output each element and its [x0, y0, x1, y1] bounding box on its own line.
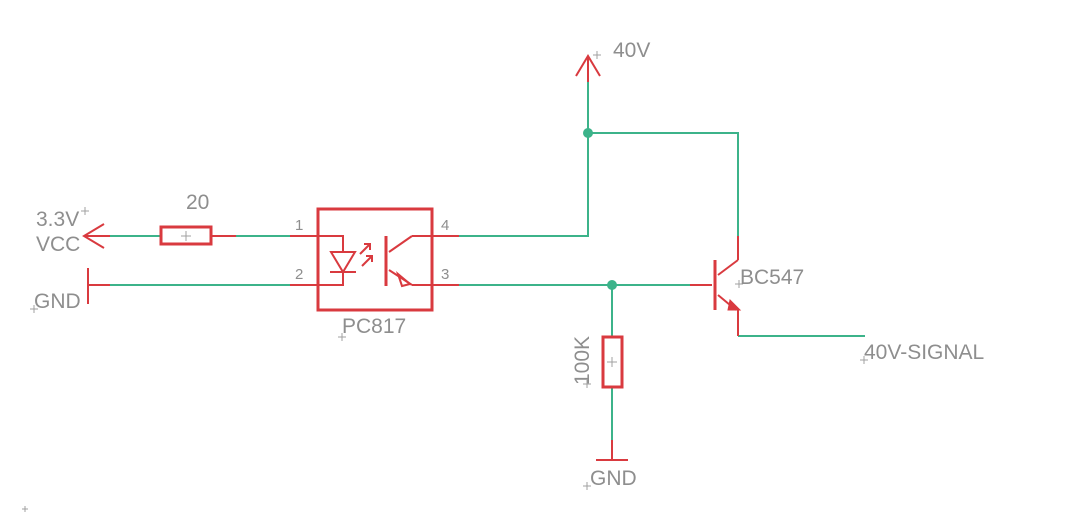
junction-40v — [583, 128, 593, 138]
transistor-label: BC547 — [740, 266, 804, 289]
label-origin-marks — [22, 51, 868, 512]
gnd-left-symbol-icon — [87, 268, 110, 304]
pin-4-label: 4 — [441, 217, 449, 234]
bc547-transistor-symbol-icon — [690, 236, 742, 336]
pin-3-label: 3 — [441, 266, 449, 283]
pc817-optocoupler-symbol-icon — [290, 207, 459, 312]
supply-40v-label: 40V — [613, 39, 650, 62]
resistor-20-symbol-icon — [159, 225, 236, 246]
gnd-bottom-label: GND — [590, 467, 637, 490]
gnd-left-label: GND — [34, 290, 81, 313]
resistor-20-label: 20 — [186, 191, 209, 214]
vcc-label: VCC — [36, 233, 80, 256]
wire-pin4-to-40v — [459, 80, 589, 237]
supply-40v-arrow-icon — [575, 54, 601, 82]
pin-2-label: 2 — [295, 266, 303, 283]
output-signal-label: 40V-SIGNAL — [864, 341, 984, 364]
gnd-bottom-symbol-icon — [596, 440, 628, 461]
optocoupler-label: PC817 — [342, 315, 406, 338]
junction-base — [607, 280, 617, 290]
resistor-100k-label: 100K — [571, 336, 594, 385]
pin-1-label: 1 — [295, 217, 303, 234]
vcc-arrow-icon — [82, 223, 110, 249]
supply-3v3-label: 3.3V — [36, 208, 79, 231]
resistor-100k-symbol-icon — [601, 335, 624, 389]
wire-40v-to-collector — [588, 132, 739, 236]
